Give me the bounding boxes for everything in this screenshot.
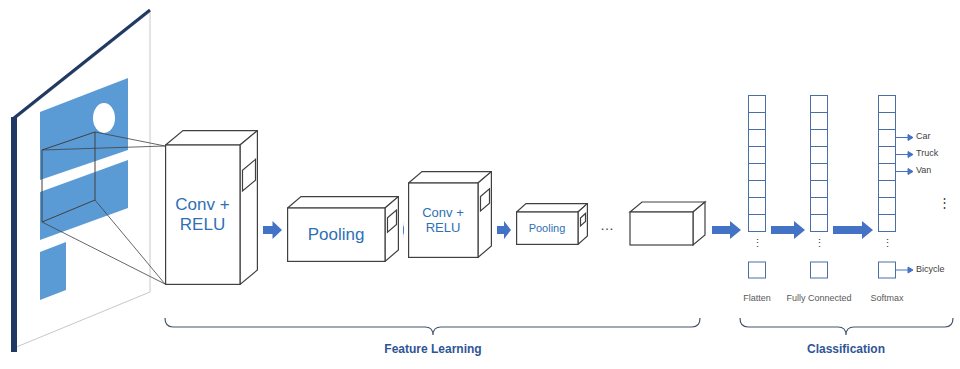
vector-cell — [811, 164, 828, 181]
car-icon — [93, 103, 115, 133]
cube-top — [288, 197, 399, 208]
vector-cells — [810, 95, 828, 279]
cube-front — [288, 208, 385, 261]
vector-column: Fully Connected — [810, 95, 828, 279]
vector-cell — [749, 113, 766, 130]
block-arrow — [497, 221, 511, 239]
class-name: Car — [916, 132, 931, 142]
vector-cell — [811, 130, 828, 147]
layer-name: Pooling — [516, 212, 578, 245]
vector-cell — [879, 130, 896, 147]
ellipsis: ⋮ — [882, 237, 893, 249]
ellipsis: ⋮ — [938, 196, 951, 210]
vector-cells — [748, 95, 766, 279]
class-name: Bicycle — [916, 265, 945, 275]
bracket — [165, 318, 700, 335]
vector-cell — [749, 147, 766, 164]
section-title: Feature Learning — [384, 343, 481, 356]
vector-cell — [879, 113, 896, 130]
vector-cell — [879, 164, 896, 181]
projection-line — [42, 146, 165, 150]
cube-top — [409, 172, 492, 183]
feature-window — [581, 213, 586, 226]
block-arrow — [403, 221, 404, 239]
vector-column: Softmax — [878, 95, 896, 279]
layer-name: Conv + RELU — [165, 145, 240, 285]
vector-column: Flatten — [748, 95, 766, 279]
layer-label: Fully Connected — [784, 293, 854, 304]
empty-feature-box — [630, 202, 705, 245]
vector-cell — [749, 130, 766, 147]
ellipsis: ⋮ — [752, 237, 763, 249]
class-name: Truck — [916, 149, 938, 159]
layer-label: Softmax — [852, 293, 922, 304]
layer-name: Pooling — [287, 208, 385, 262]
feature-window — [481, 189, 490, 211]
block-arrow — [833, 221, 873, 239]
vector-cell — [811, 181, 828, 198]
cube-side — [578, 204, 587, 245]
vector-cell — [879, 262, 896, 278]
vector-cell — [811, 262, 828, 278]
block-arrow — [771, 221, 805, 239]
section-title: Classification — [807, 343, 885, 356]
layer-label: Flatten — [722, 293, 792, 304]
ellipsis: ⋮ — [814, 237, 825, 249]
feature-window — [388, 210, 397, 232]
cube-front — [517, 212, 578, 244]
receptive-field — [42, 132, 95, 222]
vector-cell — [749, 198, 766, 215]
vector-cell — [879, 96, 896, 113]
block-arrow — [712, 221, 741, 239]
bracket — [740, 318, 953, 335]
car-icon — [40, 78, 128, 180]
vector-cell — [879, 181, 896, 198]
vector-cell — [749, 181, 766, 198]
output-arrows — [896, 135, 913, 274]
plane-edge — [11, 117, 17, 352]
cube-front — [166, 145, 240, 284]
cube-side — [385, 197, 398, 262]
layer-box: Conv + RELU — [165, 130, 258, 285]
vector-cell — [879, 147, 896, 164]
layer-box: Pooling — [516, 203, 588, 245]
layer-name: Conv + RELU — [408, 183, 478, 258]
cube-side — [478, 172, 491, 258]
vector-cell — [749, 262, 766, 278]
cube-front — [409, 183, 478, 257]
vector-cell — [749, 215, 766, 232]
vector-cell — [811, 96, 828, 113]
block-arrow — [263, 221, 282, 239]
projection-line — [42, 222, 165, 284]
vector-cell — [879, 215, 896, 232]
vector-cell — [879, 198, 896, 215]
layer-box: Conv + RELU — [408, 171, 492, 258]
vector-cell — [811, 113, 828, 130]
cube-top — [517, 204, 588, 212]
car-icon — [40, 242, 66, 300]
projection-line — [95, 132, 165, 146]
plane-edge — [14, 10, 150, 118]
ellipsis: … — [600, 218, 614, 233]
class-name: Van — [916, 166, 931, 176]
projection-line — [95, 200, 165, 284]
vector-cell — [811, 198, 828, 215]
vector-cells — [878, 95, 896, 279]
feature-window — [243, 159, 256, 191]
cube-side — [240, 131, 257, 285]
vector-cell — [811, 215, 828, 232]
vector-cell — [749, 96, 766, 113]
layer-box: Pooling — [287, 196, 399, 262]
vector-cell — [749, 164, 766, 181]
vector-cell — [811, 147, 828, 164]
